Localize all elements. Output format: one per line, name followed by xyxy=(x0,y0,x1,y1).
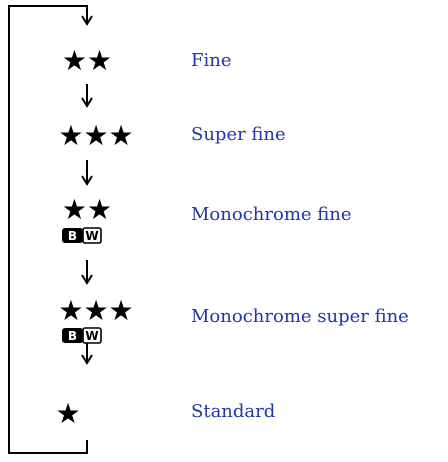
mode-stars: ★ xyxy=(55,397,80,430)
bw-badge-right: W xyxy=(85,329,98,343)
loop-back-arrowhead xyxy=(81,15,93,26)
bw-badge-icon: B W xyxy=(62,327,102,344)
mode-stars: ★★ xyxy=(62,44,112,77)
mode-stars: ★★ xyxy=(62,193,112,226)
mode-label-monochrome-super-fine: Monochrome super fine xyxy=(191,306,409,327)
mode-label-monochrome-fine: Monochrome fine xyxy=(191,204,352,225)
mode-stars: ★★★ xyxy=(58,119,133,152)
mode-label-standard: Standard xyxy=(191,401,275,422)
mode-stars: ★★★ xyxy=(58,294,133,327)
bw-badge-left: B xyxy=(68,329,77,343)
bw-badge-icon: B W xyxy=(62,227,102,244)
arrow-3 xyxy=(81,260,93,285)
loop-back-line xyxy=(8,5,88,454)
mode-label-super-fine: Super fine xyxy=(191,124,286,145)
bw-badge-right: W xyxy=(85,229,98,243)
mode-label-fine: Fine xyxy=(191,50,232,71)
arrow-1 xyxy=(81,84,93,108)
arrow-2 xyxy=(81,160,93,186)
bw-badge-left: B xyxy=(68,229,77,243)
